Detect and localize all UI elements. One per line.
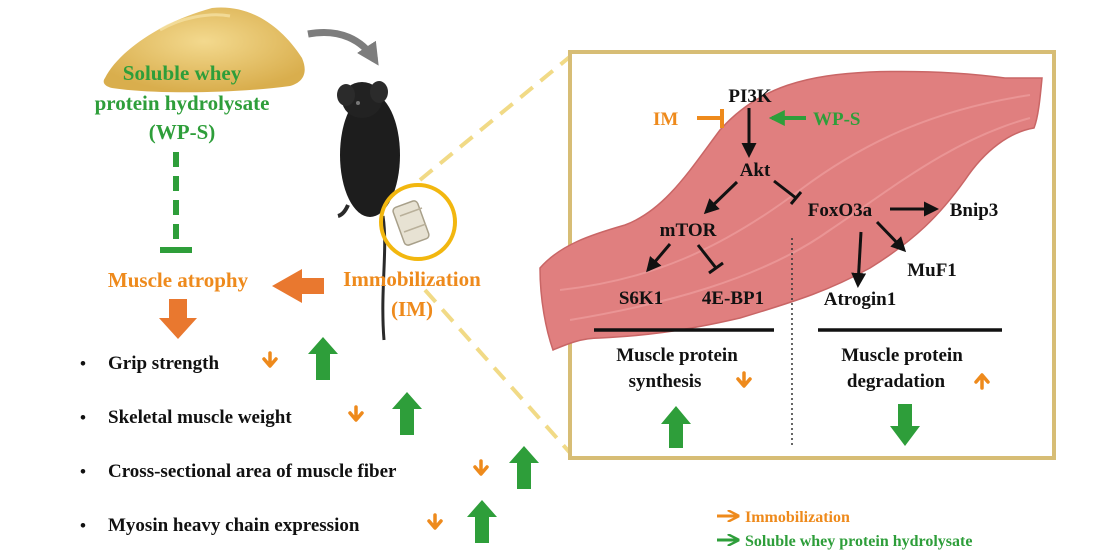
black-mouse-icon [337,81,400,341]
up-arrow-icon [509,446,539,489]
list-bullet: • [80,516,86,535]
curved-gray-arrow-icon [307,28,379,66]
synthesis-up-arrow-icon [661,406,691,448]
synthesis-down-arrow-icon [736,371,752,388]
outcome-label-myosin-heavy-chain: Myosin heavy chain expression [108,515,360,536]
immobilization-label-line1: Immobilization [343,267,481,291]
up-arrow-icon [392,392,422,435]
down-arrow-icon [348,405,364,422]
node-mtor: mTOR [660,220,717,241]
up-arrow-icon [308,337,338,380]
node-muf1: MuF1 [907,260,957,281]
list-bullet: • [80,462,86,481]
down-arrow-icon [427,513,443,530]
node-bnip3: Bnip3 [950,200,999,221]
outcome-label-grip-strength: Grip strength [108,353,219,374]
supplement-label-line2: protein hydrolysate [95,91,270,115]
node-foxo3a: FoxO3a [808,200,873,221]
up-arrow-icon [467,500,497,543]
legend-immobilization-label: Immobilization [745,509,850,526]
edge-foxo3a-atrogin1 [851,231,867,288]
hindlimb-cast-icon [392,200,430,246]
node-akt: Akt [740,160,771,181]
down-arrow-icon [473,459,489,476]
zoom-guide-line-bottom [423,288,574,457]
edge-mtor-4ebp1-inhibit [696,244,718,269]
edge-mtor-s6k1 [646,243,672,273]
down-arrow-icon [262,351,278,368]
supplement-label-line1: Soluble whey [123,61,242,85]
node-atrogin1: Atrogin1 [824,289,896,310]
node-4e-bp1: 4E-BP1 [702,288,764,309]
list-bullet: • [80,408,86,427]
degradation-up-arrow-icon [974,373,990,390]
legend: Immobilization Soluble whey protein hydr… [717,509,972,550]
node-s6k1: S6K1 [619,288,663,309]
pathway-edges [646,108,939,288]
outcomes-list: • Grip strength • Skeletal muscle weight… [80,353,397,536]
edge-foxo3a-muf1 [875,220,907,253]
degradation-down-arrow-icon [890,404,920,446]
list-bullet: • [80,354,86,373]
outcome-label-skeletal-muscle-weight: Skeletal muscle weight [108,407,292,428]
muscle-atrophy-label: Muscle atrophy [108,268,249,292]
supplement-label-line3: (WP-S) [149,120,216,144]
degradation-label-line1: Muscle protein [841,345,963,366]
outcome-wps-arrows [308,337,539,543]
immobilization-to-atrophy-arrow [272,269,324,303]
edge-akt-foxo3a-bar [789,191,803,205]
outcome-immobilization-arrows [262,351,489,530]
pathway-wps-label: WP-S [813,109,861,130]
protein-powder-pile-icon [103,7,305,93]
legend-wps-label: Soluble whey protein hydrolysate [745,533,972,550]
edge-akt-mtor [703,180,739,215]
cast-highlight-ring [379,183,457,261]
zoom-guide-line-top [418,53,574,182]
outcome-label-cross-sectional-area: Cross-sectional area of muscle fiber [108,461,397,482]
node-pi3k: PI3K [728,86,772,107]
synthesis-label-line2: synthesis [629,371,702,392]
atrophy-down-arrow [159,299,197,339]
edge-akt-foxo3a-inhibit [773,179,797,200]
pathway-im-label: IM [653,109,678,130]
immobilization-label-line2: (IM) [391,297,433,321]
edge-mtor-4ebp1-bar [708,261,724,275]
synthesis-label-line1: Muscle protein [616,345,738,366]
degradation-label-line2: degradation [847,371,946,392]
muscle-fiber-icon [539,70,1043,351]
